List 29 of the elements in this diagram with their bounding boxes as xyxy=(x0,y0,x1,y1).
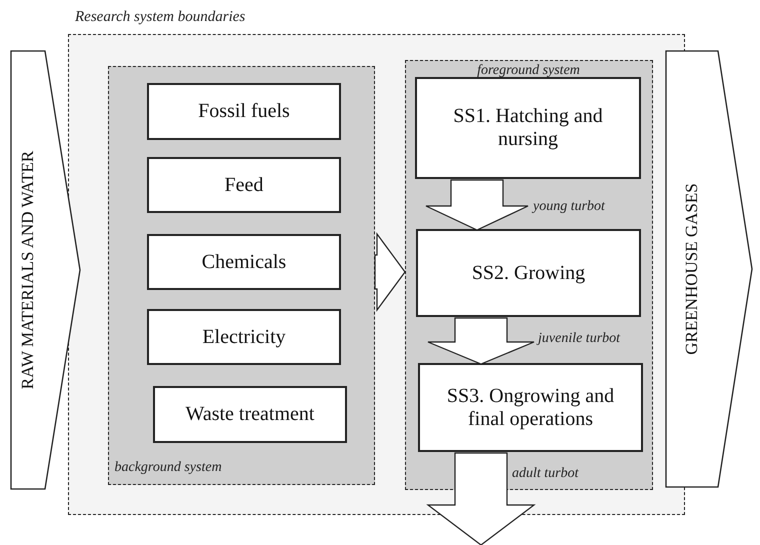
process-box xyxy=(416,229,641,317)
box-label: Waste treatment xyxy=(186,403,314,426)
block-arrow xyxy=(427,317,535,365)
box-label: Feed xyxy=(224,174,264,196)
process-box xyxy=(147,309,341,365)
subsystem-panel xyxy=(108,66,374,484)
box-label: SS1. Hatching and nursing xyxy=(452,105,604,151)
block-arrow xyxy=(426,452,536,545)
process-box xyxy=(147,234,341,290)
flow-label: RAW MATERIALS AND WATER xyxy=(18,150,38,390)
process-box xyxy=(147,157,341,213)
process-box xyxy=(153,386,347,443)
panel-title: background system xyxy=(114,460,222,476)
block-arrow xyxy=(425,179,529,231)
edge-label: juvenile turbot xyxy=(536,331,622,347)
box-label: Fossil fuels xyxy=(198,100,290,123)
box-label: Electricity xyxy=(202,326,286,348)
box-label: SS3. Ongrowing and final operations xyxy=(446,384,616,430)
edge-label: young turbot xyxy=(531,199,607,215)
box-label: SS2. Growing xyxy=(472,262,586,284)
panel-title: foreground system xyxy=(477,62,580,78)
box-label: Chemicals xyxy=(202,250,286,274)
process-box xyxy=(415,77,641,179)
process-box xyxy=(418,363,643,452)
flow-label: GREENHOUSE GASES xyxy=(682,183,702,355)
block-arrow xyxy=(374,232,406,312)
subsystem-panel xyxy=(404,60,652,490)
process-box xyxy=(147,83,341,140)
boundary-title: Research system boundaries xyxy=(75,9,246,26)
